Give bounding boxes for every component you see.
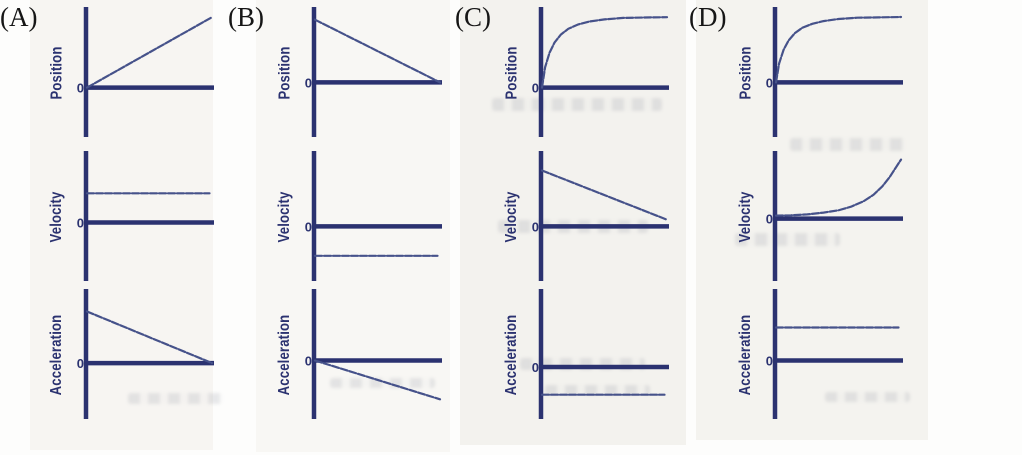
data-curve bbox=[540, 169, 669, 221]
panel-c: (C) Position 0 Velocity 0 Acceleration 0 bbox=[455, 0, 685, 455]
y-axis-label: Position bbox=[48, 46, 65, 100]
zero-label: 0 bbox=[77, 81, 84, 96]
data-curve bbox=[85, 16, 214, 89]
zero-label: 0 bbox=[766, 212, 773, 227]
y-axis-label: Acceleration bbox=[48, 314, 66, 396]
scan-artifact bbox=[790, 138, 905, 151]
zero-label: 0 bbox=[305, 75, 312, 90]
panel-a: (A) Position 0 Velocity 0 Acceleration 0 bbox=[0, 0, 220, 455]
graph-plot: 0 bbox=[532, 7, 669, 137]
graph-plot: 0 bbox=[305, 7, 442, 137]
panel-c-velocity-chart: Velocity 0 bbox=[495, 148, 677, 286]
y-axis-label: Acceleration bbox=[737, 314, 755, 396]
panel-paper-a bbox=[30, 0, 213, 450]
panel-c-acceleration-chart: Acceleration 0 bbox=[495, 286, 677, 424]
graph-plot: 0 bbox=[766, 151, 903, 281]
panel-a-label: (A) bbox=[0, 2, 38, 32]
panel-a-position-chart: Position 0 bbox=[40, 4, 222, 142]
graph-plot: 0 bbox=[77, 151, 214, 281]
panel-c-label: (C) bbox=[455, 2, 491, 32]
zero-label: 0 bbox=[766, 75, 773, 90]
y-axis-label: Velocity bbox=[503, 191, 521, 243]
y-axis-label: Velocity bbox=[737, 191, 755, 243]
panel-d: (D) Position 0 Velocity 0 Acceleration 0 bbox=[689, 0, 929, 455]
graph-plot: 0 bbox=[766, 7, 903, 137]
graph-plot: 0 bbox=[532, 151, 669, 281]
data-curve bbox=[774, 158, 903, 217]
panel-a-velocity-chart: Velocity 0 bbox=[40, 148, 222, 286]
scan-artifact bbox=[735, 233, 840, 246]
zero-label: 0 bbox=[766, 354, 773, 369]
y-axis-label: Acceleration bbox=[503, 314, 521, 396]
zero-label: 0 bbox=[532, 219, 539, 234]
data-curve bbox=[313, 359, 442, 401]
panel-c-position-chart: Position 0 bbox=[495, 4, 677, 142]
graph-plot: 0 bbox=[305, 151, 442, 281]
zero-label: 0 bbox=[532, 81, 539, 96]
y-axis-label: Acceleration bbox=[276, 314, 294, 396]
data-curve bbox=[313, 18, 442, 84]
scan-artifact bbox=[825, 392, 910, 402]
panel-b: (B) Position 0 Velocity 0 Acceleration 0 bbox=[228, 0, 448, 455]
panel-b-velocity-chart: Velocity 0 bbox=[268, 148, 450, 286]
y-axis-label: Position bbox=[276, 46, 293, 100]
scan-artifact bbox=[492, 98, 662, 111]
graph-plot: 0 bbox=[305, 289, 442, 419]
scan-artifact bbox=[545, 385, 650, 395]
zero-label: 0 bbox=[77, 216, 84, 231]
graph-plot: 0 bbox=[766, 289, 903, 419]
zero-label: 0 bbox=[532, 360, 539, 375]
panel-a-acceleration-chart: Acceleration 0 bbox=[40, 286, 222, 424]
y-axis-label: Velocity bbox=[48, 191, 66, 243]
zero-label: 0 bbox=[77, 356, 84, 371]
panel-b-label: (B) bbox=[228, 2, 264, 32]
data-curve bbox=[540, 16, 669, 89]
scan-artifact bbox=[128, 393, 223, 404]
data-curve bbox=[774, 15, 903, 84]
panel-d-label: (D) bbox=[689, 2, 727, 32]
panel-b-position-chart: Position 0 bbox=[268, 4, 450, 142]
graph-plot: 0 bbox=[77, 289, 214, 419]
data-curve bbox=[85, 310, 214, 365]
scan-artifact bbox=[330, 378, 435, 388]
panel-d-velocity-chart: Velocity 0 bbox=[729, 148, 911, 286]
zero-label: 0 bbox=[305, 219, 312, 234]
zero-label: 0 bbox=[305, 354, 312, 369]
graph-plot: 0 bbox=[532, 289, 669, 419]
graph-plot: 0 bbox=[77, 7, 214, 137]
y-axis-label: Position bbox=[737, 46, 754, 100]
panel-d-position-chart: Position 0 bbox=[729, 4, 911, 142]
y-axis-label: Position bbox=[503, 46, 520, 100]
panel-d-acceleration-chart: Acceleration 0 bbox=[729, 286, 911, 424]
panel-b-acceleration-chart: Acceleration 0 bbox=[268, 286, 450, 424]
y-axis-label: Velocity bbox=[276, 191, 294, 243]
panel-paper-c bbox=[460, 0, 686, 445]
